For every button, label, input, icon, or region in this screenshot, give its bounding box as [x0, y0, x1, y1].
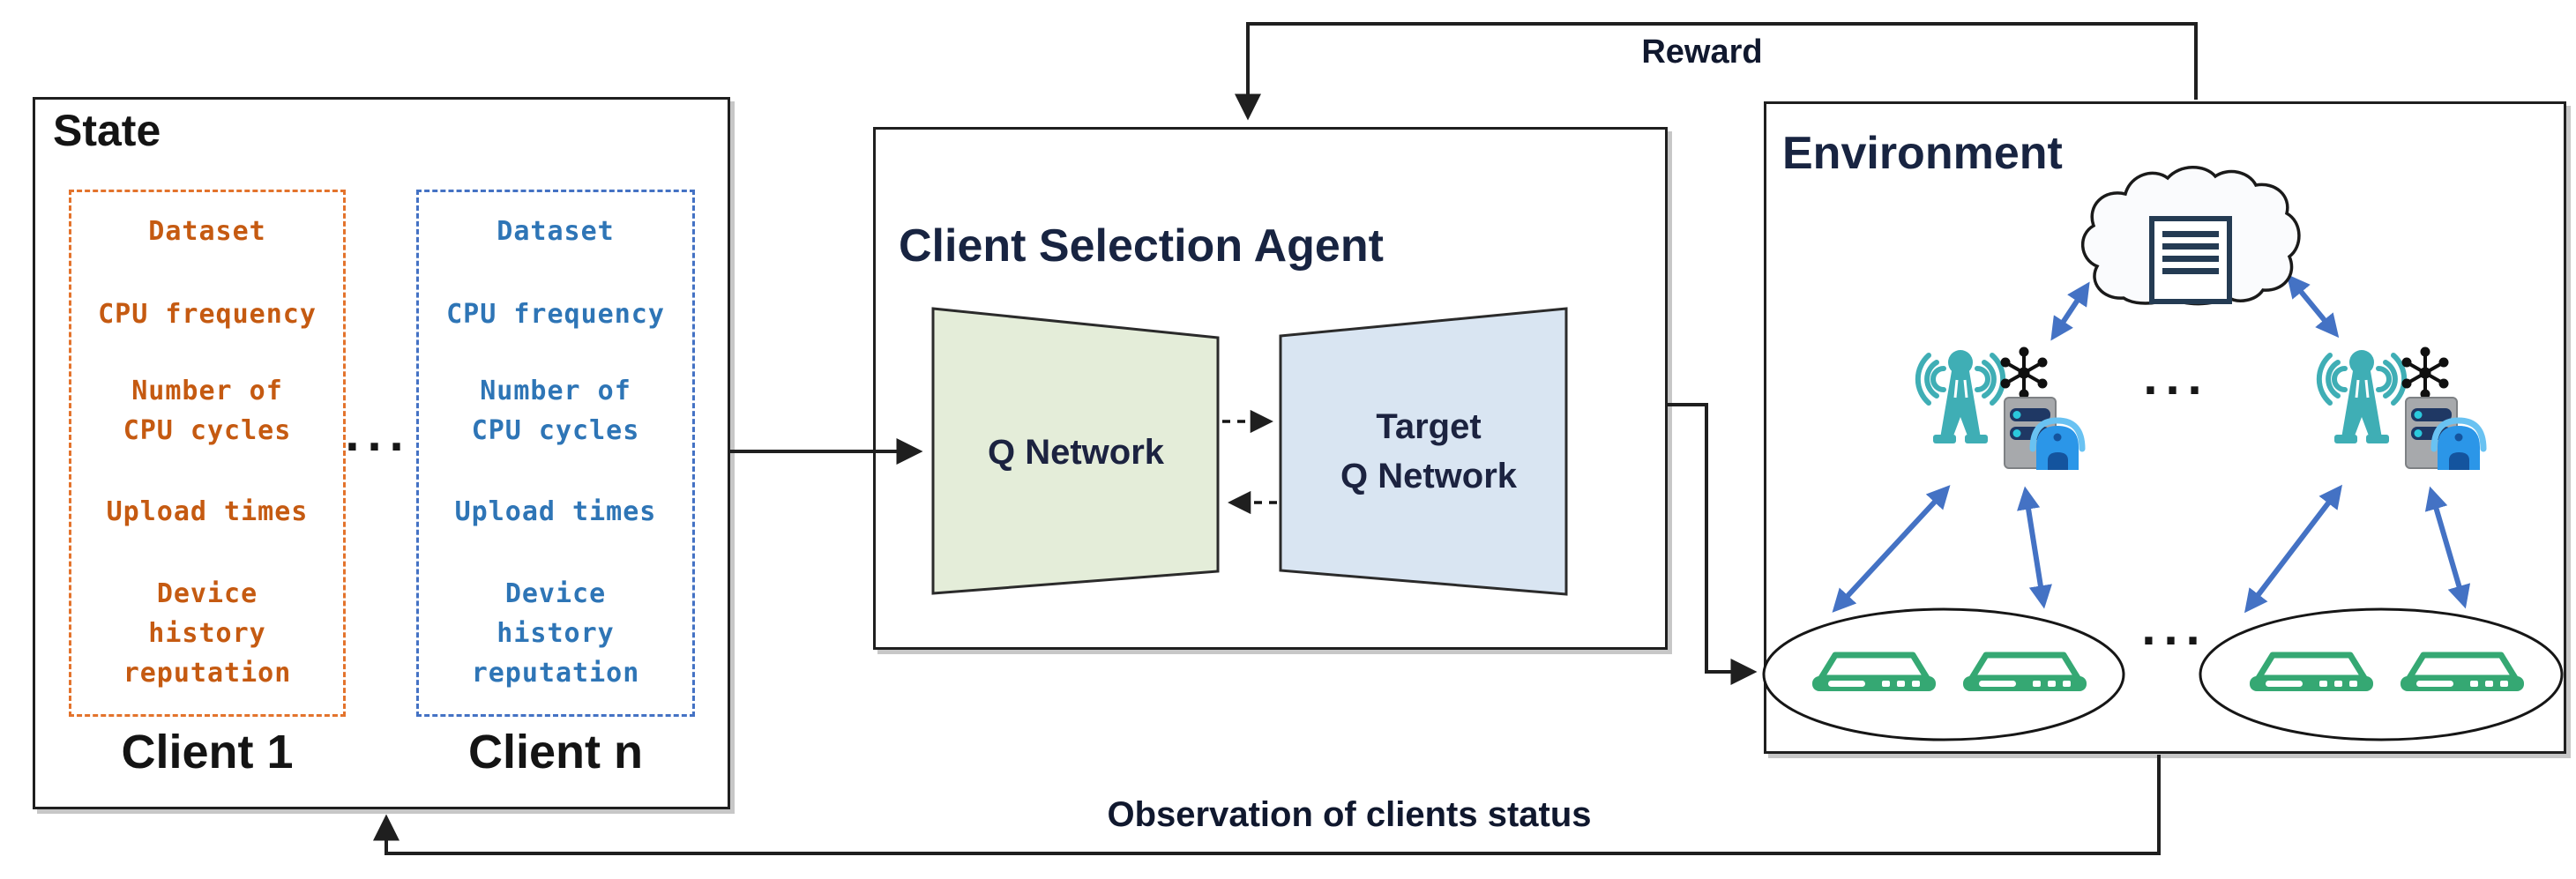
- reward-arrow: [1235, 22, 2198, 121]
- target-q-network-trapezoid: [1279, 307, 1568, 596]
- client1-label: Client 1: [121, 726, 294, 778]
- clientn-state-panel: Dataset CPU frequency Number of CPU cycl…: [416, 190, 695, 717]
- client1-attribute-upload-times: Upload times: [106, 496, 309, 527]
- agent-to-environment-arrow: [1668, 403, 1758, 685]
- clientn-attribute-cpu-frequency: CPU frequency: [446, 299, 665, 330]
- state-box: State: [33, 97, 730, 809]
- laptop-icon: [1963, 655, 2087, 691]
- client-selection-agent-box: Client Selection Agent: [873, 127, 1668, 650]
- laptop-icon: [2401, 655, 2524, 691]
- environment-title: Environment: [1782, 128, 2063, 179]
- client1-attribute-cpu-cycles: Number of CPU cycles: [123, 376, 292, 446]
- clientn-label: Client n: [468, 726, 643, 778]
- observation-arrow: [373, 755, 2161, 855]
- device-clusters-ellipsis: ...: [2141, 599, 2208, 656]
- right-tower-ellipse-arrow-a: [2244, 484, 2343, 614]
- wireless-links: [1832, 273, 2471, 614]
- client1-attribute-reputation: Device history reputation: [123, 578, 292, 689]
- left-device-cluster-ellipse: [1762, 607, 2125, 741]
- left-tower-ellipse-arrow-a: [1832, 485, 1951, 613]
- agent-title: Client Selection Agent: [899, 220, 1384, 272]
- q-network-label: Q Network: [987, 433, 1165, 472]
- client1-state-panel: Dataset CPU frequency Number of CPU cycl…: [69, 190, 346, 717]
- clientn-attribute-reputation: Device history reputation: [471, 578, 640, 689]
- laptop-icon: [2250, 655, 2373, 691]
- state-title: State: [53, 106, 161, 155]
- left-base-station-icon: [1918, 347, 2082, 470]
- reward-label: Reward: [1641, 34, 1763, 71]
- document-icon: [2149, 216, 2232, 304]
- observation-label: Observation of clients status: [1107, 795, 1592, 834]
- base-stations-ellipsis: ...: [2143, 348, 2210, 406]
- right-tower-ellipse-arrow-b: [2424, 486, 2471, 609]
- right-device-cluster-ellipse: [2199, 607, 2564, 741]
- client1-attribute-cpu-frequency: CPU frequency: [98, 299, 317, 330]
- client1-attribute-dataset: Dataset: [148, 216, 266, 247]
- target-q-network-label: Target Q Network: [1340, 407, 1518, 495]
- clientn-attribute-dataset: Dataset: [497, 216, 615, 247]
- right-base-station-icon: [2319, 347, 2483, 470]
- clients-ellipsis: ...: [345, 405, 412, 462]
- laptop-icon: [1812, 655, 1936, 691]
- clientn-attribute-upload-times: Upload times: [454, 496, 657, 527]
- environment-box: Environment: [1764, 101, 2566, 754]
- clientn-attribute-cpu-cycles: Number of CPU cycles: [471, 376, 640, 446]
- left-tower-ellipse-arrow-b: [2017, 486, 2052, 609]
- cloud-right-tower-arrow: [2286, 273, 2340, 339]
- cloud-left-tower-arrow: [2050, 281, 2090, 341]
- q-network-trapezoid: [931, 307, 1220, 595]
